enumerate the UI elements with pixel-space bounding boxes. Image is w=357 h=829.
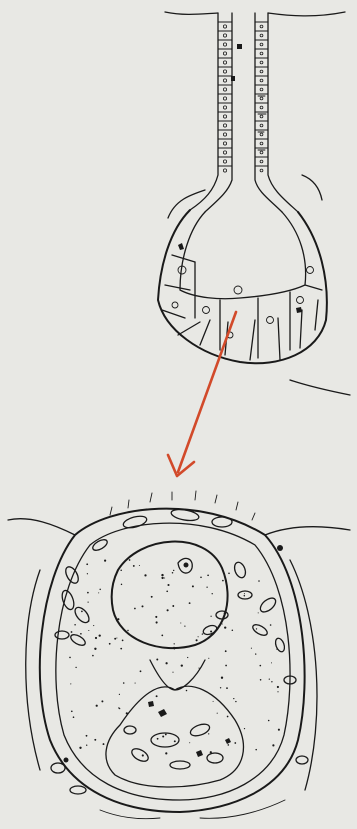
magnification-arrow bbox=[168, 312, 236, 476]
surface-line-left bbox=[165, 12, 218, 14]
cytoplasm-granules bbox=[69, 559, 280, 756]
sheath-mito-1 bbox=[51, 763, 65, 773]
gland-neck-left-wall bbox=[190, 13, 232, 212]
enlarged-cell-drawing bbox=[8, 491, 350, 819]
mitochondria bbox=[55, 508, 296, 684]
gland-drawing bbox=[158, 12, 350, 395]
basal-lines bbox=[100, 800, 285, 819]
nucleus bbox=[112, 542, 228, 649]
cell-membrane-inner bbox=[56, 523, 290, 800]
tissue-line-right bbox=[265, 527, 350, 535]
gland-fundus bbox=[158, 210, 327, 363]
microvilli bbox=[110, 491, 255, 520]
lamina-line-right-lower bbox=[290, 380, 350, 395]
sheath-mito-3 bbox=[296, 756, 308, 764]
canaliculus-region bbox=[106, 660, 243, 787]
gland-neck-right-wall bbox=[255, 13, 298, 212]
sheath-mito-2 bbox=[70, 786, 86, 794]
lamina-line-right-upper bbox=[302, 175, 322, 200]
cell-membrane bbox=[40, 509, 305, 812]
tissue-line-left bbox=[8, 519, 75, 535]
surface-line-right bbox=[268, 12, 345, 16]
sheath-line-left bbox=[26, 570, 40, 770]
